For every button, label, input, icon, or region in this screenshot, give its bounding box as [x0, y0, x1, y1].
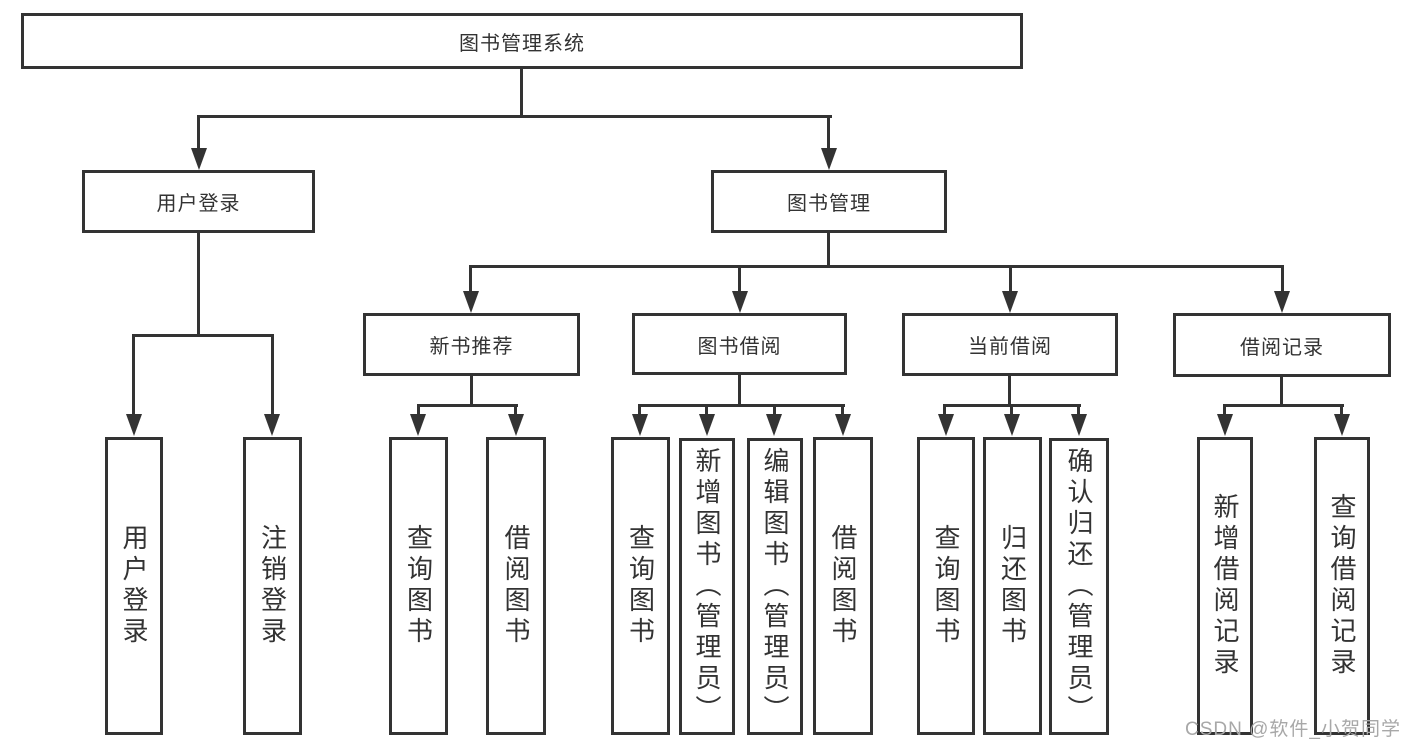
arrow-down-icon [126, 414, 142, 436]
connector-line [1340, 404, 1343, 416]
arrow-down-icon [632, 414, 648, 436]
arrow-down-icon [1071, 414, 1087, 436]
arrow-down-icon [410, 414, 426, 436]
arrow-down-icon [766, 414, 782, 436]
node-user-login-label: 用户登录 [156, 193, 241, 215]
leaf-confirm-return-admin-label: 确认归还（管理员） [1064, 447, 1094, 726]
node-book-borrow: 图书借阅 [632, 313, 847, 375]
connector-line [1009, 265, 1012, 293]
node-borrow-record: 借阅记录 [1173, 313, 1391, 377]
connector-line [197, 233, 200, 337]
leaf-return-book-label: 归还图书 [997, 524, 1028, 648]
arrow-down-icon [732, 291, 748, 313]
connector-line [469, 265, 472, 293]
arrow-down-icon [821, 148, 837, 170]
arrow-down-icon [938, 414, 954, 436]
connector-line [469, 265, 1284, 268]
leaf-return-book: 归还图书 [983, 437, 1042, 735]
node-book-borrow-label: 图书借阅 [697, 335, 782, 358]
leaf-query-borrow-record: 查询借阅记录 [1314, 437, 1370, 735]
connector-line [470, 376, 473, 407]
leaf-borrow-book-recommend-label: 借阅图书 [501, 524, 531, 648]
arrow-down-icon [835, 414, 851, 436]
arrow-down-icon [1274, 291, 1290, 313]
connector-line [705, 404, 708, 416]
arrow-down-icon [463, 291, 479, 313]
connector-line [827, 233, 830, 268]
leaf-borrow-book: 借阅图书 [813, 437, 873, 735]
connector-line [1281, 265, 1284, 293]
leaf-borrow-book-label: 借阅图书 [828, 524, 858, 648]
connector-line [132, 334, 274, 337]
arrow-down-icon [508, 414, 524, 436]
connector-line [197, 115, 200, 153]
leaf-query-book-borrow-label: 查询图书 [625, 524, 656, 648]
connector-line [197, 115, 832, 118]
arrow-down-icon [191, 148, 207, 170]
leaf-user-login-label: 用户登录 [119, 524, 149, 648]
node-root-label: 图书管理系统 [459, 32, 585, 55]
connector-line [738, 265, 741, 293]
connector-line [638, 404, 845, 407]
leaf-edit-book-admin-label: 编辑图书（管理员） [760, 447, 790, 726]
node-current-borrow-label: 当前借阅 [968, 336, 1052, 358]
connector-line [773, 404, 776, 416]
connector-line [638, 404, 641, 416]
leaf-add-borrow-record: 新增借阅记录 [1197, 437, 1253, 735]
connector-line [1223, 404, 1344, 407]
node-root: 图书管理系统 [21, 13, 1023, 69]
leaf-query-book-borrow: 查询图书 [611, 437, 670, 735]
leaf-add-book-admin-label: 新增图书（管理员） [692, 447, 722, 726]
node-current-borrow: 当前借阅 [902, 313, 1118, 376]
connector-line [841, 404, 844, 416]
connector-line [417, 404, 518, 407]
leaf-logout: 注销登录 [243, 437, 302, 735]
leaf-query-book-recommend-label: 查询图书 [403, 524, 434, 648]
connector-line [132, 334, 135, 415]
leaf-query-book-current-label: 查询图书 [931, 524, 961, 648]
leaf-user-login: 用户登录 [105, 437, 163, 735]
connector-line [271, 334, 274, 415]
node-book-management-label: 图书管理 [787, 193, 871, 215]
leaf-query-book-recommend: 查询图书 [389, 437, 448, 735]
connector-line [514, 404, 517, 416]
connector-line [417, 404, 420, 416]
leaf-confirm-return-admin: 确认归还（管理员） [1049, 438, 1109, 735]
connector-line [1008, 376, 1011, 407]
arrow-down-icon [1334, 414, 1350, 436]
connector-line [827, 115, 830, 153]
node-user-login: 用户登录 [82, 170, 315, 233]
leaf-logout-label: 注销登录 [257, 524, 288, 648]
watermark: CSDN @软件_小贺同学 [1185, 719, 1401, 740]
leaf-add-book-admin: 新增图书（管理员） [679, 438, 735, 735]
leaf-query-book-current: 查询图书 [917, 437, 975, 735]
connector-line [1010, 404, 1013, 416]
leaf-query-borrow-record-label: 查询借阅记录 [1327, 493, 1357, 679]
connector-line [520, 69, 523, 118]
node-book-management: 图书管理 [711, 170, 947, 233]
arrow-down-icon [264, 414, 280, 436]
node-borrow-record-label: 借阅记录 [1240, 336, 1324, 359]
leaf-add-borrow-record-label: 新增借阅记录 [1210, 493, 1240, 679]
arrow-down-icon [699, 414, 715, 436]
arrow-down-icon [1217, 414, 1233, 436]
leaf-edit-book-admin: 编辑图书（管理员） [747, 438, 803, 735]
arrow-down-icon [1004, 414, 1020, 436]
connector-line [738, 375, 741, 407]
connector-line [1280, 377, 1283, 407]
leaf-borrow-book-recommend: 借阅图书 [486, 437, 546, 735]
node-new-book-recommend: 新书推荐 [363, 313, 580, 376]
node-new-book-recommend-label: 新书推荐 [429, 336, 514, 358]
connector-line [943, 404, 946, 416]
arrow-down-icon [1002, 291, 1018, 313]
connector-line [1223, 404, 1226, 416]
connector-line [1077, 404, 1080, 416]
